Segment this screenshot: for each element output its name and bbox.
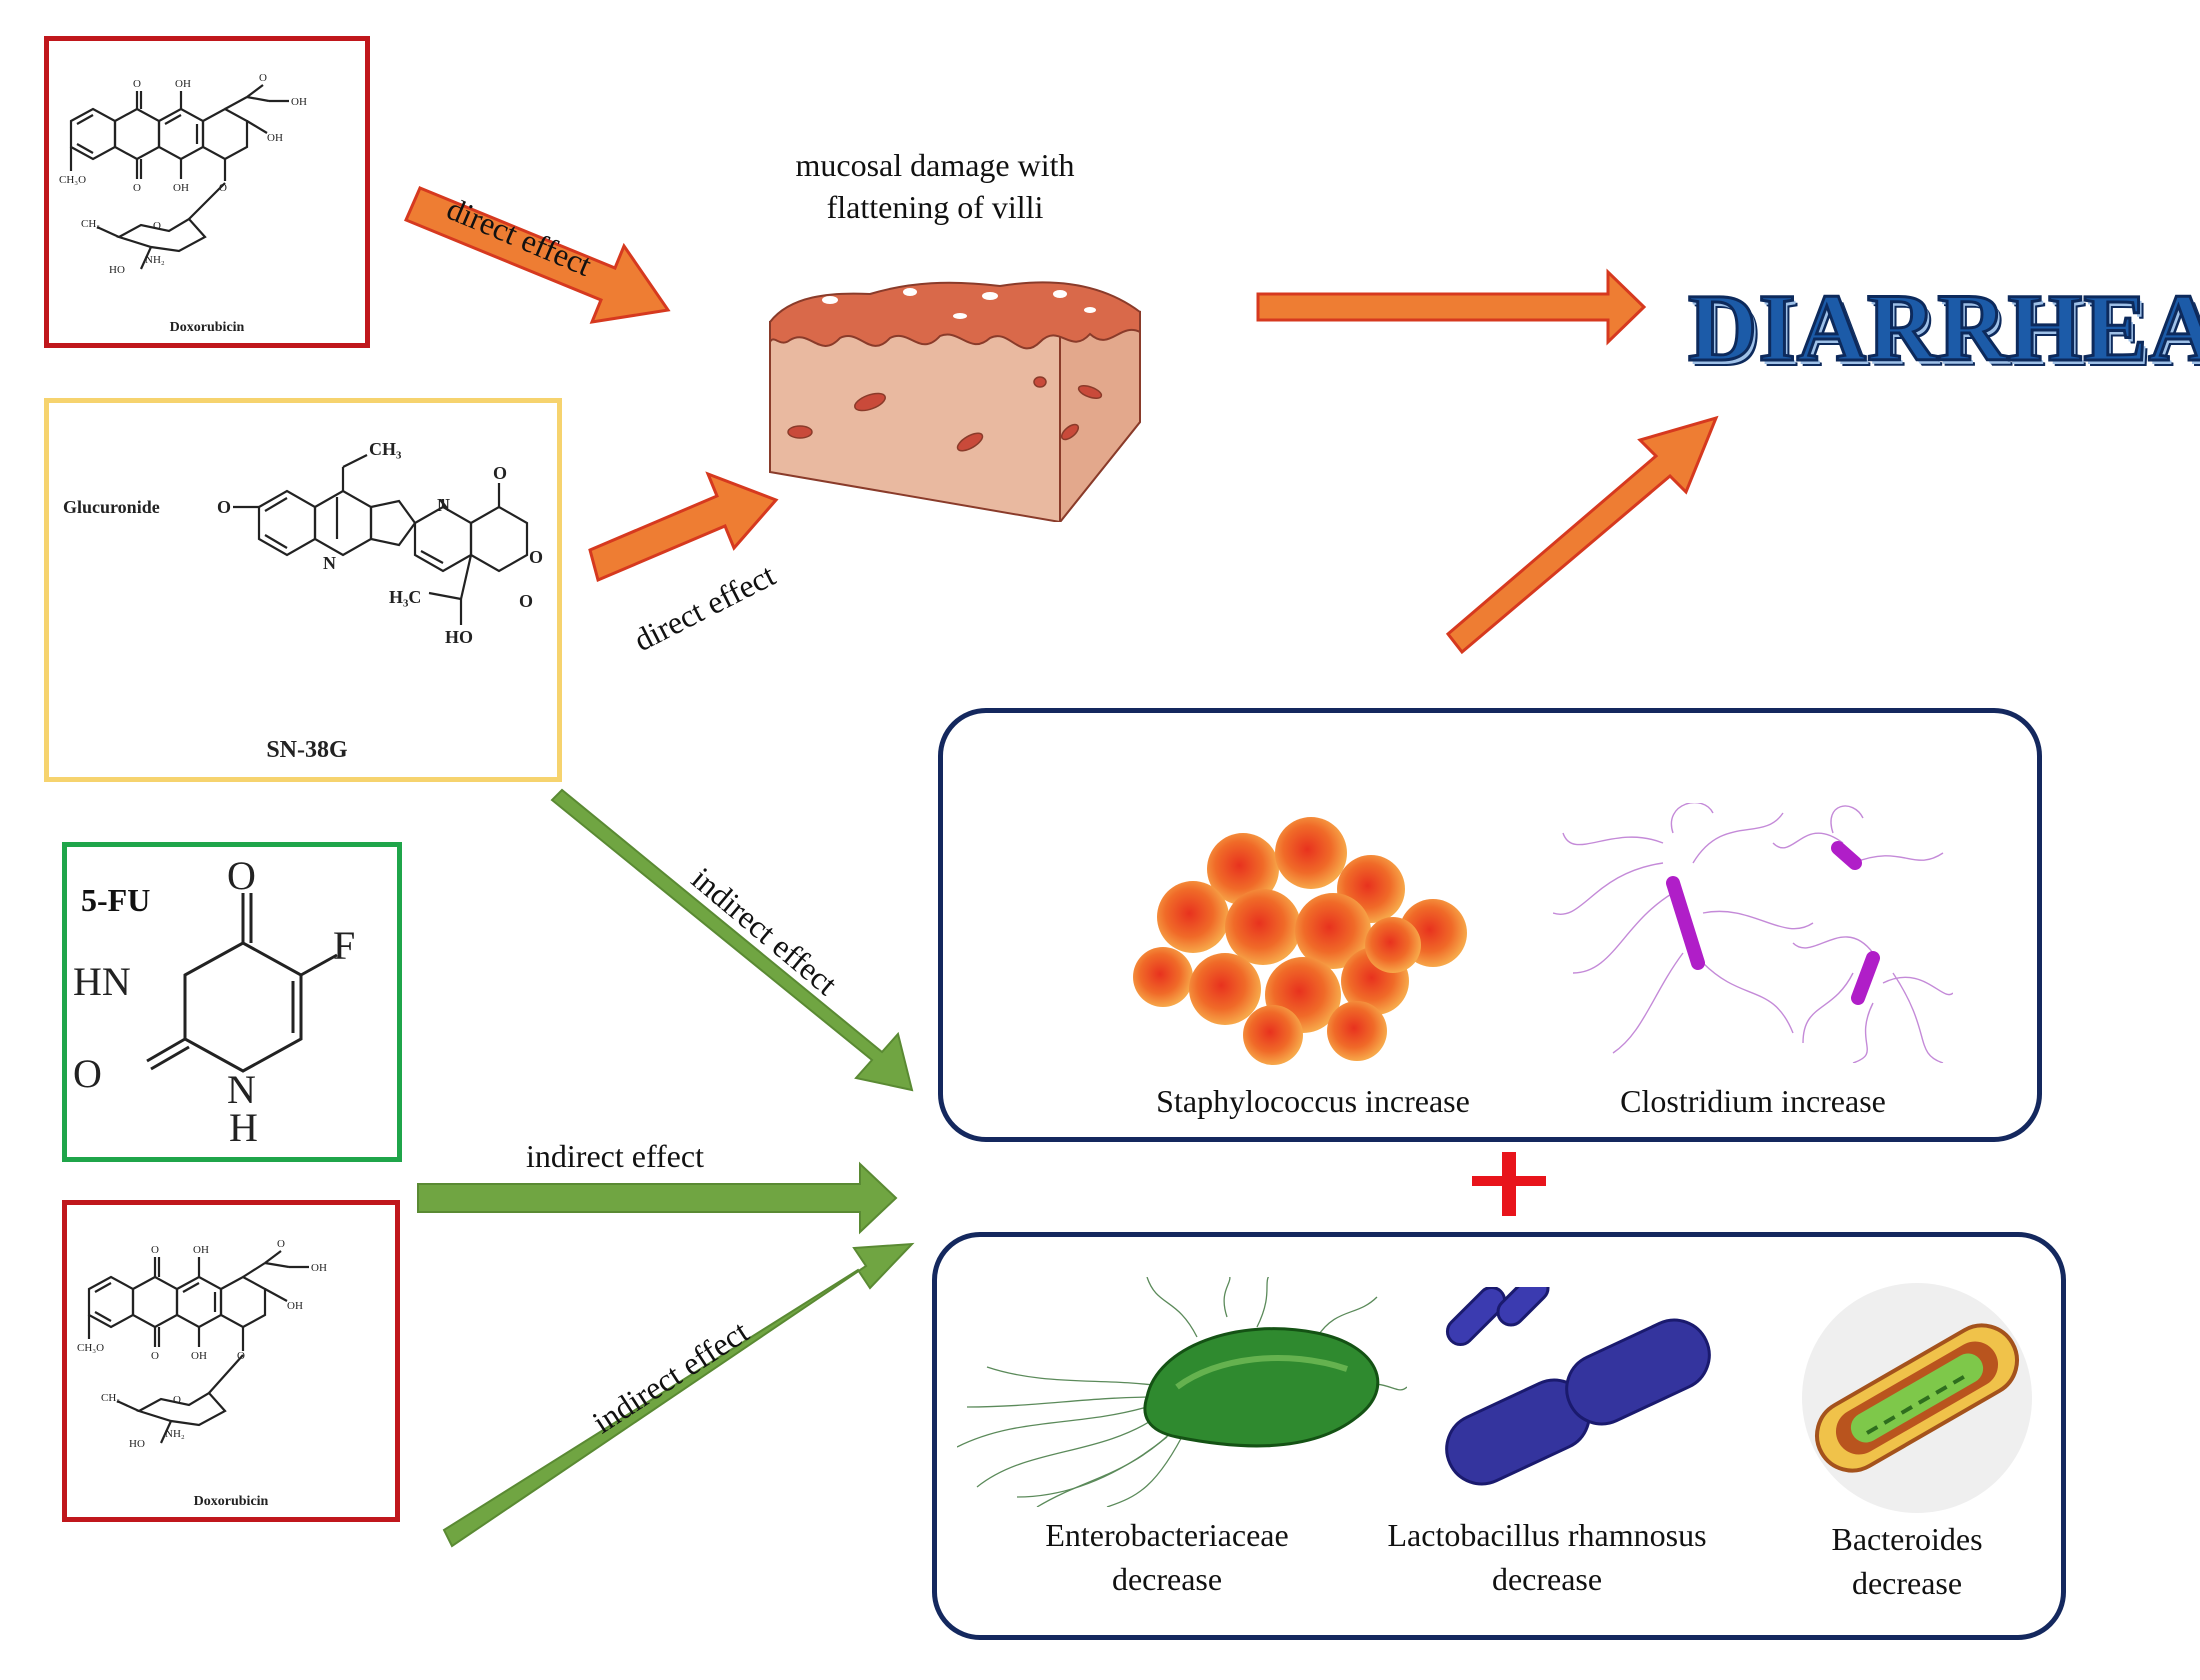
svg-text:O: O — [151, 1244, 159, 1256]
svg-text:NH₂: NH₂ — [165, 1428, 185, 1440]
outcome-arrow-1 — [1256, 268, 1647, 346]
indirect-arrow-2 — [417, 1161, 898, 1235]
decrease-panel: Enterobacteriaceae decrease Lactobacillu… — [932, 1232, 2066, 1640]
svg-text:O: O — [133, 78, 141, 90]
mucosa-caption-line1: mucosal damage with — [795, 147, 1075, 183]
svg-text:O: O — [219, 182, 227, 194]
mucosa-caption-line2: flattening of villi — [826, 189, 1044, 225]
clostridium-image — [1553, 803, 1953, 1063]
svg-text:O: O — [277, 1238, 285, 1250]
svg-text:O: O — [173, 1394, 181, 1406]
enterobacteriaceae-line1: Enterobacteriaceae — [1045, 1517, 1289, 1553]
svg-text:HO: HO — [445, 627, 473, 647]
sn38g-box: CH₃ O N N O H₃C HO O O Glucuronide SN-38G — [44, 398, 562, 782]
sn38g-substituent: Glucuronide — [63, 497, 160, 517]
svg-text:O: O — [259, 72, 267, 84]
indirect-effect-label-2: indirect effect — [526, 1138, 704, 1174]
svg-text:O: O — [153, 220, 161, 232]
svg-text:OH: OH — [267, 132, 283, 144]
lactobacillus-label: Lactobacillus rhamnosus decrease — [1347, 1513, 1747, 1601]
svg-text:O: O — [529, 547, 543, 567]
svg-text:O: O — [73, 1051, 102, 1096]
svg-text:HO: HO — [109, 264, 125, 276]
bacteroides-line2: decrease — [1851, 1565, 1963, 1601]
clostridium-label: Clostridium increase — [1620, 1083, 1886, 1119]
staphylococcus-label: Staphylococcus increase — [1156, 1083, 1470, 1119]
indirect-arrow-1 — [550, 788, 914, 1092]
svg-text:N: N — [437, 495, 450, 515]
fu-box: O F HN O N H 5-FU — [62, 842, 402, 1162]
svg-text:OH: OH — [175, 78, 191, 90]
enterobacteriaceae-label: Enterobacteriaceae decrease — [997, 1513, 1337, 1601]
lactobacillus-line1: Lactobacillus rhamnosus — [1387, 1517, 1707, 1553]
mucosa-caption: mucosal damage with flattening of villi — [740, 144, 1130, 228]
lactobacillus-image — [1445, 1287, 1711, 1486]
svg-text:O: O — [519, 591, 533, 611]
svg-text:OH: OH — [311, 1262, 327, 1274]
svg-text:HO: HO — [129, 1438, 145, 1450]
sn38g-structure: CH₃ O N N O H₃C HO O O Glucuronide SN-38G — [63, 439, 543, 763]
fu-structure: O F HN O N H 5-FU — [73, 853, 355, 1150]
svg-text:OH: OH — [287, 1300, 303, 1312]
svg-text:OH: OH — [173, 182, 189, 194]
inhibit-mark — [1472, 1152, 1546, 1216]
increase-panel: Staphylococcus increase Clostridium incr… — [938, 708, 2042, 1142]
direct-arrow-2 — [588, 471, 779, 583]
lactobacillus-line2: decrease — [1491, 1561, 1603, 1597]
svg-text:CH₃: CH₃ — [101, 1392, 120, 1404]
svg-text:HN: HN — [73, 959, 131, 1004]
diarrhea-title: DIARRHEA — [1687, 273, 2200, 383]
bacteroides-line1: Bacteroides — [1831, 1521, 1983, 1557]
bacteroides-label: Bacteroides decrease — [1767, 1517, 2047, 1605]
direct-arrow-1 — [404, 186, 671, 324]
mucosa-illustration — [769, 281, 1141, 522]
svg-text:OH: OH — [193, 1244, 209, 1256]
svg-text:CH₃: CH₃ — [81, 218, 100, 230]
svg-text:O: O — [227, 853, 256, 898]
fu-name: 5-FU — [81, 882, 150, 918]
enterobacteriaceae-line2: decrease — [1111, 1561, 1223, 1597]
svg-text:CH₃: CH₃ — [369, 439, 402, 459]
svg-text:CH₃O: CH₃O — [59, 174, 86, 186]
svg-text:O: O — [493, 463, 507, 483]
doxorubicin-bottom-name: Doxorubicin — [194, 1494, 269, 1509]
svg-text:OH: OH — [191, 1350, 207, 1362]
svg-text:H₃C: H₃C — [389, 587, 421, 607]
svg-text:NH₂: NH₂ — [145, 254, 165, 266]
svg-text:H: H — [229, 1105, 258, 1150]
enterobacteriaceae-image — [957, 1277, 1407, 1507]
staphylococcus-image — [1133, 817, 1467, 1065]
svg-text:OH: OH — [291, 96, 307, 108]
sn38g-name: SN-38G — [266, 737, 348, 763]
svg-text:N: N — [227, 1067, 256, 1112]
svg-text:CH₃O: CH₃O — [77, 1342, 104, 1354]
svg-text:O: O — [217, 497, 231, 517]
indirect-arrow-3 — [442, 1242, 915, 1548]
doxorubicin-top-name: Doxorubicin — [170, 320, 245, 335]
svg-text:N: N — [323, 553, 336, 573]
svg-text:O: O — [133, 182, 141, 194]
svg-text:O: O — [151, 1350, 159, 1362]
outcome-arrow-2 — [1445, 415, 1719, 655]
svg-text:O: O — [237, 1350, 245, 1362]
svg-text:F: F — [333, 923, 355, 968]
bacteroides-image — [1802, 1283, 2032, 1513]
